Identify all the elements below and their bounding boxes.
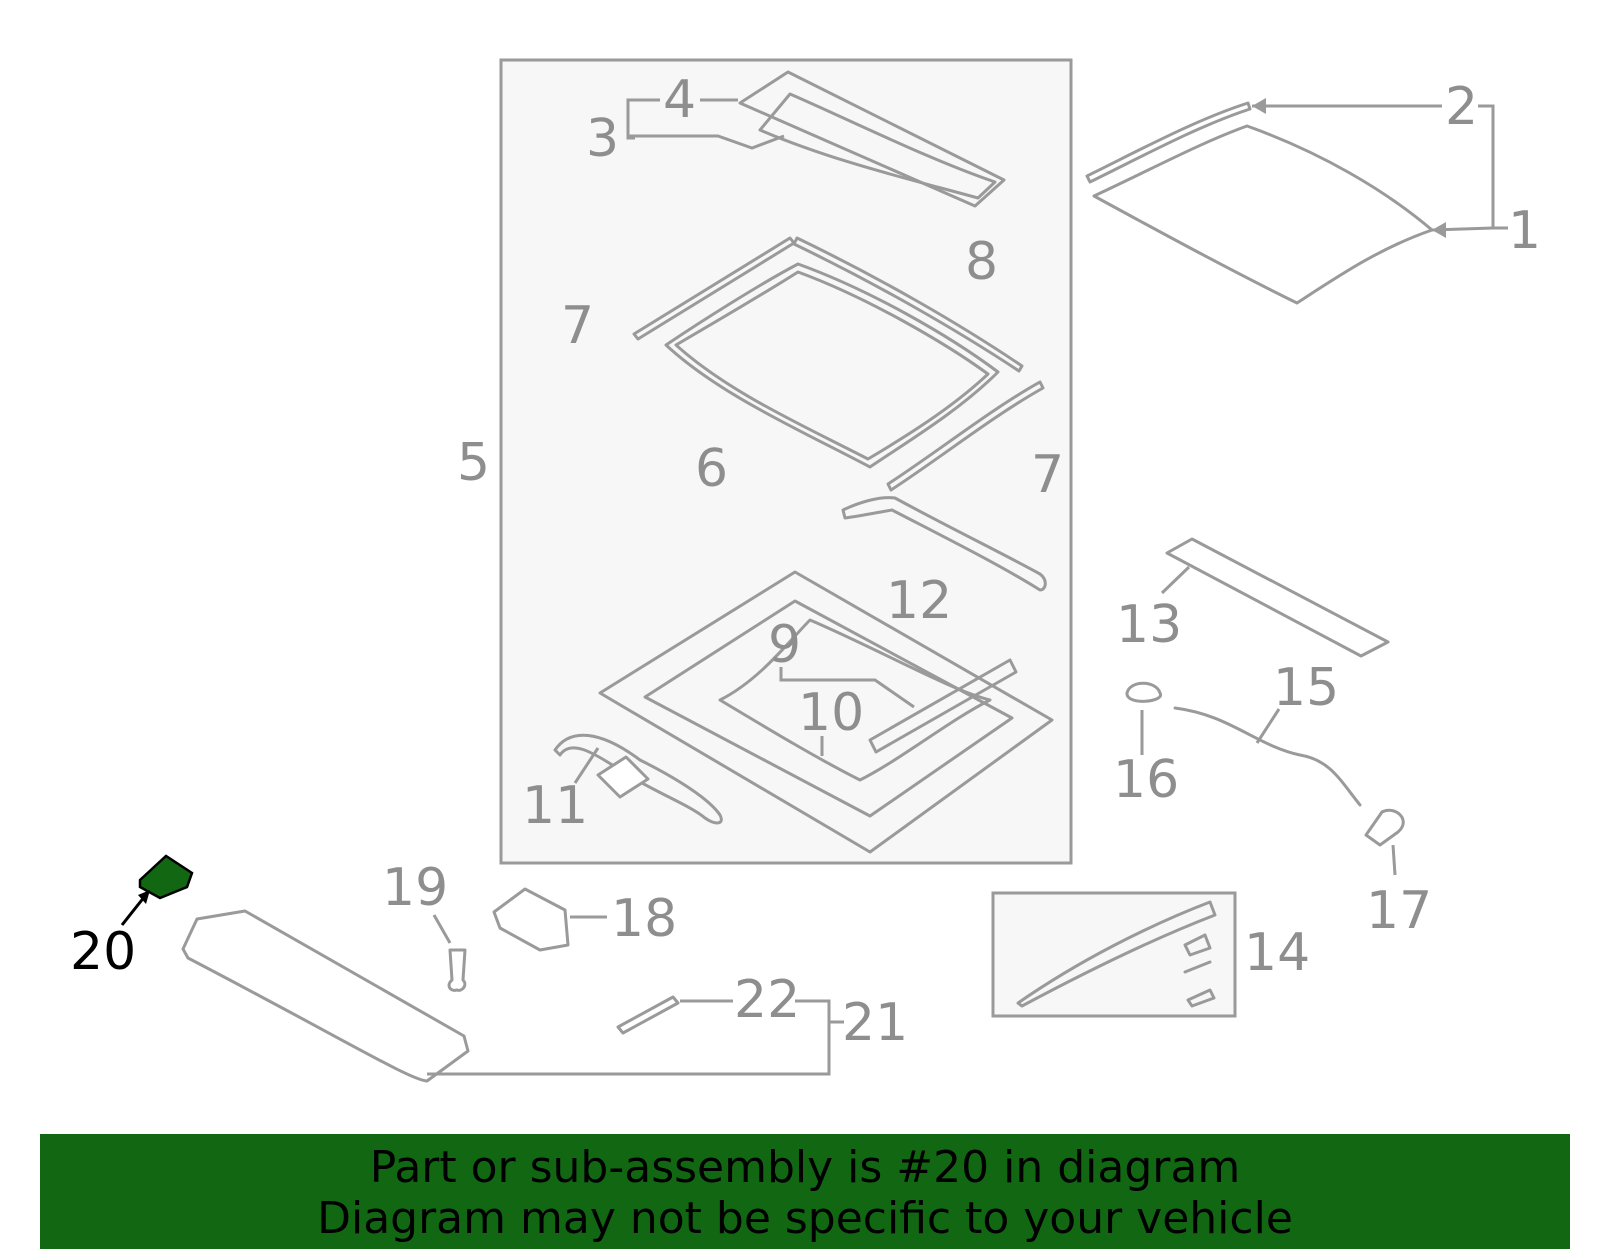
part-3-leader [628, 134, 785, 150]
part-6-glass-inner [674, 270, 990, 461]
part-10-frame-opening [718, 618, 992, 782]
callout-14: 14 [1244, 923, 1310, 983]
callout-11: 11 [522, 776, 588, 836]
part-1-roof-panel [1092, 124, 1434, 305]
callout-9: 9 [768, 615, 801, 675]
callout-15: 15 [1273, 658, 1339, 718]
info-banner: Part or sub-assembly is #20 in diagram D… [40, 1134, 1570, 1249]
part-2-molding [1085, 101, 1252, 184]
callout-4: 4 [663, 70, 696, 130]
callout-6: 6 [695, 439, 728, 499]
part-19-leader [432, 914, 452, 944]
callout-12: 12 [886, 571, 952, 631]
part-8-seal [792, 236, 1024, 373]
part-21-trim [181, 909, 470, 1083]
part-13-leader [1160, 565, 1191, 595]
banner-line-2: Diagram may not be specific to your vehi… [317, 1193, 1293, 1244]
part-14-clip-2 [1183, 960, 1212, 974]
callout-5: 5 [457, 433, 490, 493]
part-15-leader [1255, 708, 1281, 744]
part-22-bracket [616, 995, 680, 1035]
part-16-grommet [1125, 681, 1162, 703]
callout-2: 2 [1445, 77, 1478, 137]
part-11-cable [553, 733, 723, 825]
part-20-highlighted [138, 854, 194, 900]
callout-10: 10 [798, 683, 864, 743]
part-9-frame-inner [643, 599, 1014, 818]
part-17-clip [1364, 808, 1405, 847]
part-3-4-deflector [738, 70, 1006, 208]
part-20-arrowhead [138, 890, 150, 904]
sunroof-assembly-box [499, 58, 1073, 865]
part-3-deflector-inner [758, 92, 997, 200]
callout-18: 18 [611, 889, 677, 949]
part-1-arrowhead [1432, 222, 1446, 238]
part-17-leader [1391, 844, 1397, 876]
callout-19: 19 [382, 858, 448, 918]
part-11-motor [596, 755, 650, 799]
callout-1: 1 [1508, 201, 1541, 261]
part-9-cross-rail [868, 658, 1018, 754]
part-13-rail [1165, 537, 1390, 658]
callout-21: 21 [842, 993, 908, 1053]
callout-13: 13 [1116, 595, 1182, 655]
callout-22: 22 [734, 970, 800, 1030]
callout-7-right: 7 [1031, 445, 1064, 505]
bracket-3-4 [626, 98, 660, 140]
part-19-screw [447, 948, 467, 992]
banner-line-1: Part or sub-assembly is #20 in diagram [369, 1142, 1241, 1193]
part-9-leader [779, 667, 915, 709]
callout-8: 8 [965, 232, 998, 292]
callout-7-left: 7 [561, 296, 594, 356]
part-6-glass [664, 262, 1000, 469]
part-20-leader [120, 895, 147, 926]
part-14-clip-1 [1183, 933, 1212, 957]
seal-kit-box [991, 891, 1237, 1018]
part-15-hose [1173, 706, 1362, 807]
part-2-arrowhead [1252, 98, 1266, 114]
callout-17: 17 [1366, 881, 1432, 941]
part-12-rail [841, 496, 1047, 592]
part-11-leader [573, 747, 600, 784]
part-14-clip-3 [1186, 988, 1216, 1008]
part-7-seal-right [886, 380, 1045, 492]
callout-20: 20 [70, 922, 136, 982]
callout-3: 3 [586, 109, 619, 169]
part-18-switch [492, 887, 570, 952]
bracket-1-2 [1478, 104, 1508, 230]
part-9-frame [598, 570, 1054, 854]
callout-16: 16 [1113, 750, 1179, 810]
bracket-21-22 [427, 999, 831, 1076]
part-14-seal [1016, 900, 1217, 1008]
